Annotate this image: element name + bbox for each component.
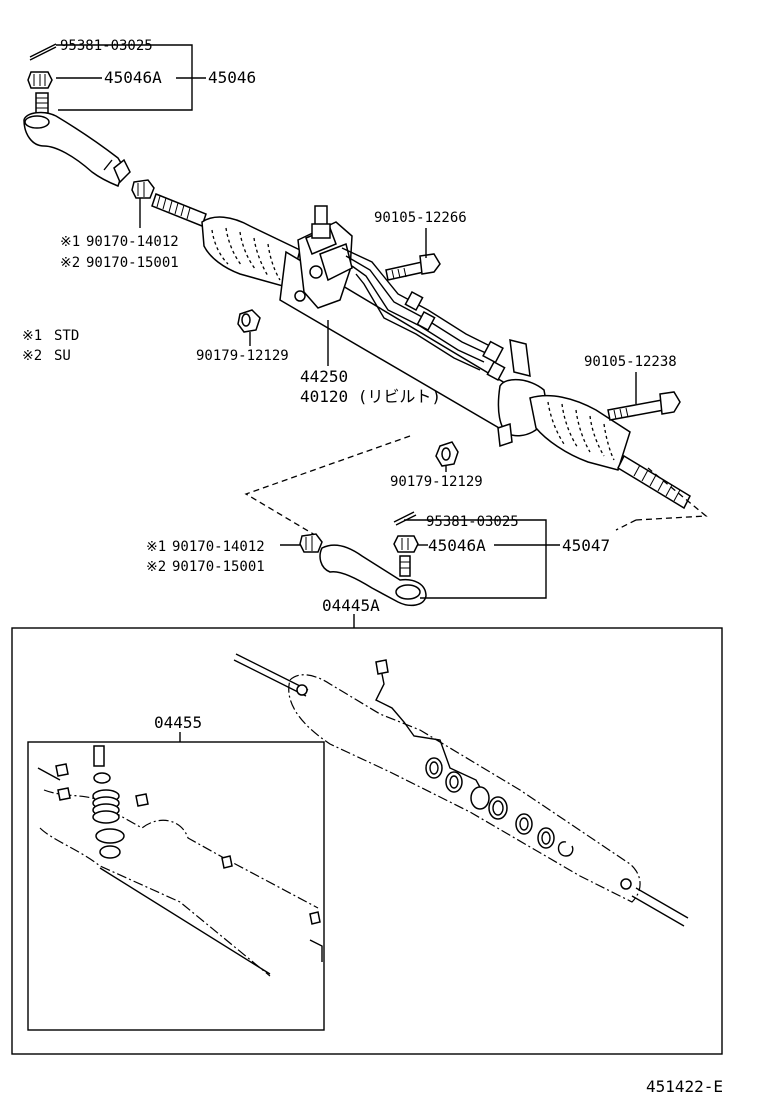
- tie-rod-end-rh: [319, 511, 427, 607]
- label-kit-outer: 04445A: [322, 596, 380, 615]
- label-lock-nut-lower-2-mark: ※2: [146, 559, 166, 575]
- label-lock-nut-lower-1: 90170-14012: [172, 539, 265, 555]
- figure-code: 451422-E: [646, 1077, 723, 1096]
- grommet-right: [435, 441, 459, 467]
- label-lock-nut-lower-1-mark: ※1: [146, 539, 166, 555]
- label-cotter-pin-lower: 95381-03025: [426, 514, 519, 530]
- label-gear-assy-rebuilt: 40120 (リビルト): [300, 387, 441, 406]
- label-lock-nut-upper-1-mark: ※1: [60, 234, 80, 250]
- lock-nut-lower: [299, 533, 323, 553]
- tie-rod-end-lh: [23, 43, 131, 187]
- label-tie-rod-end-lh: 45046: [208, 68, 256, 87]
- leader-lines: [56, 44, 637, 742]
- legend-1-text: STD: [54, 328, 79, 344]
- label-nut-upper: 45046A: [104, 68, 162, 87]
- label-lock-nut-lower-2: 90170-15001: [172, 559, 265, 575]
- grommet-left: [237, 309, 261, 333]
- label-bolt-right: 90105-12238: [584, 354, 677, 370]
- label-grommet-left: 90179-12129: [196, 348, 289, 364]
- label-tie-rod-end-rh: 45047: [562, 536, 610, 555]
- label-lock-nut-upper-2-mark: ※2: [60, 255, 80, 271]
- kit-inner-box: [27, 741, 325, 1031]
- bolt-upper: [385, 253, 441, 281]
- label-cotter-pin-upper: 95381-03025: [60, 38, 153, 54]
- assembly-dash-frame: [244, 435, 708, 539]
- spring-stack: [92, 789, 120, 824]
- steering-gear-assembly: [151, 193, 691, 510]
- kit-inner-housing: [37, 745, 323, 977]
- label-lock-nut-upper-2: 90170-15001: [86, 255, 179, 271]
- kit-outer-box: [11, 627, 723, 1055]
- lock-nut-upper: [131, 179, 155, 199]
- bolt-right: [607, 391, 681, 421]
- legend-1-mark: ※1: [22, 328, 42, 344]
- label-nut-lower: 45046A: [428, 536, 486, 555]
- label-grommet-right: 90179-12129: [390, 474, 483, 490]
- label-kit-inner: 04455: [154, 713, 202, 732]
- label-lock-nut-upper-1: 90170-14012: [86, 234, 179, 250]
- label-bolt-upper: 90105-12266: [374, 210, 467, 226]
- label-gear-assy: 44250: [300, 367, 348, 386]
- legend-2-mark: ※2: [22, 348, 42, 364]
- legend-2-text: SU: [54, 348, 71, 364]
- labels: 95381-03025 45046A 45046 ※1 90170-14012 …: [22, 38, 723, 1096]
- kit-outer-housing: [233, 653, 689, 927]
